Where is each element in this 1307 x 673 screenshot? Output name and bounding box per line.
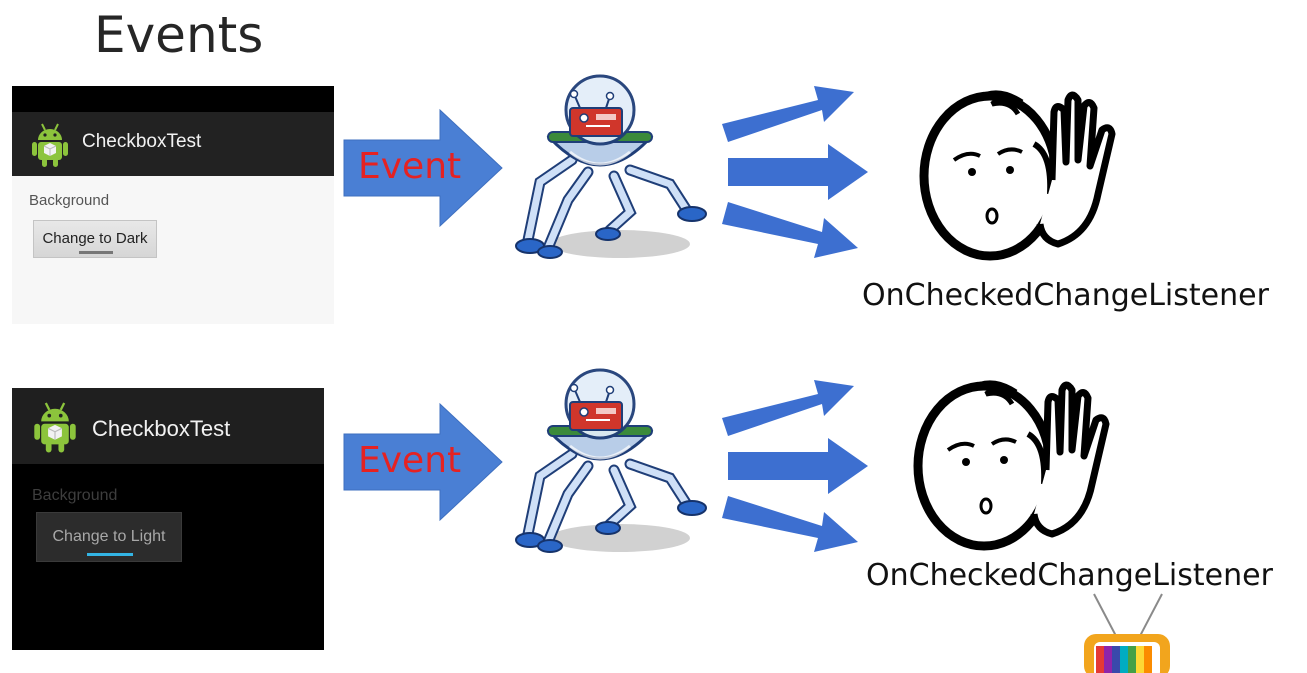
android-logo-icon <box>34 402 76 453</box>
app-title: CheckboxTest <box>92 416 231 441</box>
android-logo-icon <box>32 123 68 167</box>
robot-icon <box>515 74 707 259</box>
listener-face-icon <box>919 90 1116 261</box>
phone-screenshot-dark: CheckboxTest Background Change to Light <box>12 388 324 650</box>
event-arrow <box>343 402 503 522</box>
button-focus-bar <box>87 553 133 556</box>
tv-icon <box>1084 593 1170 673</box>
broadcast-arrows <box>722 380 868 552</box>
event-label: Event <box>358 440 462 481</box>
change-to-light-button[interactable]: Change to Light <box>36 512 182 562</box>
app-title: CheckboxTest <box>82 131 202 152</box>
listener-face-icon <box>913 380 1110 551</box>
event-label: Event <box>358 146 462 187</box>
status-bar <box>12 86 334 112</box>
button-label: Change to Dark <box>42 230 148 247</box>
listener-label: OnCheckedChangeListener <box>866 558 1273 593</box>
slide-title: Events <box>94 6 264 64</box>
change-to-dark-button[interactable]: Change to Dark <box>33 220 157 258</box>
background-label: Background <box>32 487 118 504</box>
phone-screenshot-light: CheckboxTest Background Change to Dark <box>12 86 334 324</box>
listener-label: OnCheckedChangeListener <box>862 278 1269 313</box>
broadcast-arrows <box>722 86 868 258</box>
background-label: Background <box>29 192 110 209</box>
button-focus-bar <box>79 251 113 254</box>
event-arrow <box>343 108 503 228</box>
button-label: Change to Light <box>52 528 166 545</box>
robot-icon <box>515 368 707 553</box>
